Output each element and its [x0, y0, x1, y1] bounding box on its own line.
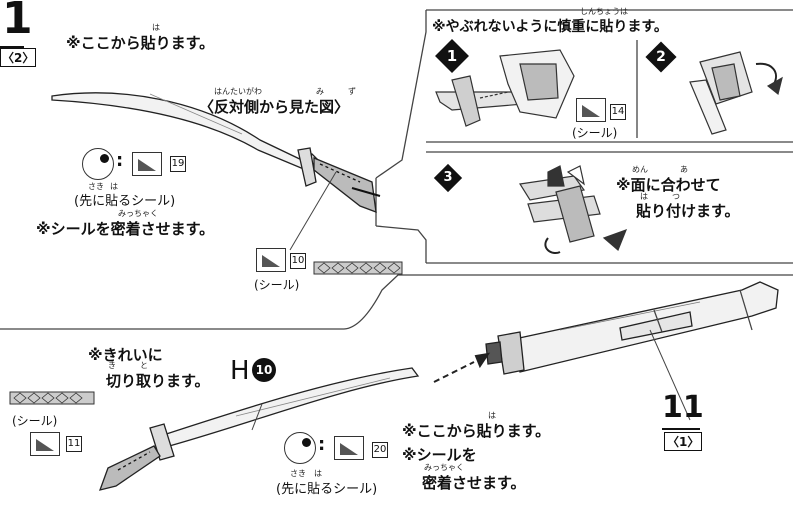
align-note-line2: 貼り付けます。 — [636, 202, 740, 220]
careful-note: ※やぶれないように慎重に貼ります。 — [432, 19, 668, 35]
seal-icon — [256, 248, 286, 272]
first-seal-label: (先に貼るシール) — [276, 482, 378, 497]
furigana: き — [108, 361, 116, 370]
leader-line-bottom — [251, 403, 263, 431]
step-substep: 〈2〉 — [0, 48, 37, 67]
part-number: 10 — [255, 363, 273, 377]
part-illustration-1 — [435, 49, 575, 127]
seal-label: (シール) — [254, 278, 300, 292]
note-start-here: ※ここから貼ります。 — [402, 422, 551, 440]
part-number-circle — [252, 358, 276, 382]
substep-3-number: 3 — [443, 170, 453, 185]
callout-frame — [0, 9, 793, 330]
furigana: しんちょう — [580, 7, 620, 16]
note-adhere-line2: 密着させます。 — [422, 474, 526, 492]
step-substep: 〈1〉 — [664, 432, 703, 451]
first-seal-circle-icon — [82, 148, 114, 180]
note-start-here: ※ここから貼ります。 — [66, 34, 215, 52]
step-number-underline — [0, 46, 24, 48]
furigana: は — [110, 182, 118, 191]
colon: : — [116, 150, 124, 171]
furigana: さき — [88, 182, 104, 191]
note-trim-line1: ※きれいに — [88, 346, 163, 364]
furigana: み — [316, 87, 324, 96]
seal-icon — [576, 98, 606, 122]
step-badge-next: 11 〈1〉 — [662, 390, 704, 454]
furigana: あ — [680, 165, 688, 174]
furigana: は — [620, 7, 628, 16]
seal-label: (シール) — [572, 126, 618, 140]
furigana: は — [314, 469, 322, 478]
seal-label: (シール) — [12, 414, 58, 428]
seal-icon — [132, 152, 162, 176]
part-letter: H — [230, 356, 250, 386]
step-number-underline — [662, 428, 700, 430]
note-trim-line2: 切り取ります。 — [106, 372, 210, 390]
step-number: 11 — [662, 390, 704, 425]
furigana: は — [640, 192, 648, 201]
scabbard-bottom — [485, 281, 779, 375]
seal-icon — [334, 436, 364, 460]
furigana: さき — [290, 469, 306, 478]
furigana: みっちゃく — [424, 463, 464, 472]
part-illustration-3 — [519, 165, 628, 254]
seal-number-badge: 11 — [66, 436, 82, 452]
insert-arrow — [433, 352, 491, 383]
step-number: 1 — [2, 0, 33, 44]
view-label: 〈反対側から見た図〉 — [199, 98, 350, 116]
seal-number-badge: 20 — [372, 442, 388, 458]
seal-number-badge: 19 — [170, 156, 186, 172]
note-adhere-line1: ※シールを — [402, 446, 477, 464]
furigana: つ — [672, 192, 680, 201]
furigana: はんたいがわ — [214, 87, 262, 96]
seal-number-badge: 10 — [290, 253, 306, 269]
sword-bottom — [98, 367, 420, 491]
seal-icon — [30, 432, 60, 456]
first-seal-circle-icon — [284, 432, 316, 464]
furigana: は — [152, 23, 160, 32]
leader-line — [289, 171, 337, 251]
sword-top — [51, 92, 381, 213]
furigana: めん — [632, 165, 648, 174]
furigana: みっちゃく — [118, 209, 158, 218]
substep-1-number: 1 — [446, 47, 458, 65]
part-illustration-2 — [689, 51, 783, 135]
leader-line-next — [649, 329, 691, 421]
seal-number-badge: 14 — [610, 104, 626, 120]
substep-2-number: 2 — [656, 49, 666, 65]
colon: : — [318, 434, 326, 455]
furigana: ず — [348, 87, 356, 96]
align-note-line1: ※面に合わせて — [616, 176, 721, 194]
furigana: は — [488, 411, 496, 420]
note-adhere: ※シールを密着させます。 — [36, 220, 215, 238]
step-badge-prev: 1 〈2〉 — [0, 0, 37, 67]
panel-separators — [426, 40, 793, 264]
furigana: と — [140, 361, 148, 370]
first-seal-label: (先に貼るシール) — [74, 194, 176, 209]
